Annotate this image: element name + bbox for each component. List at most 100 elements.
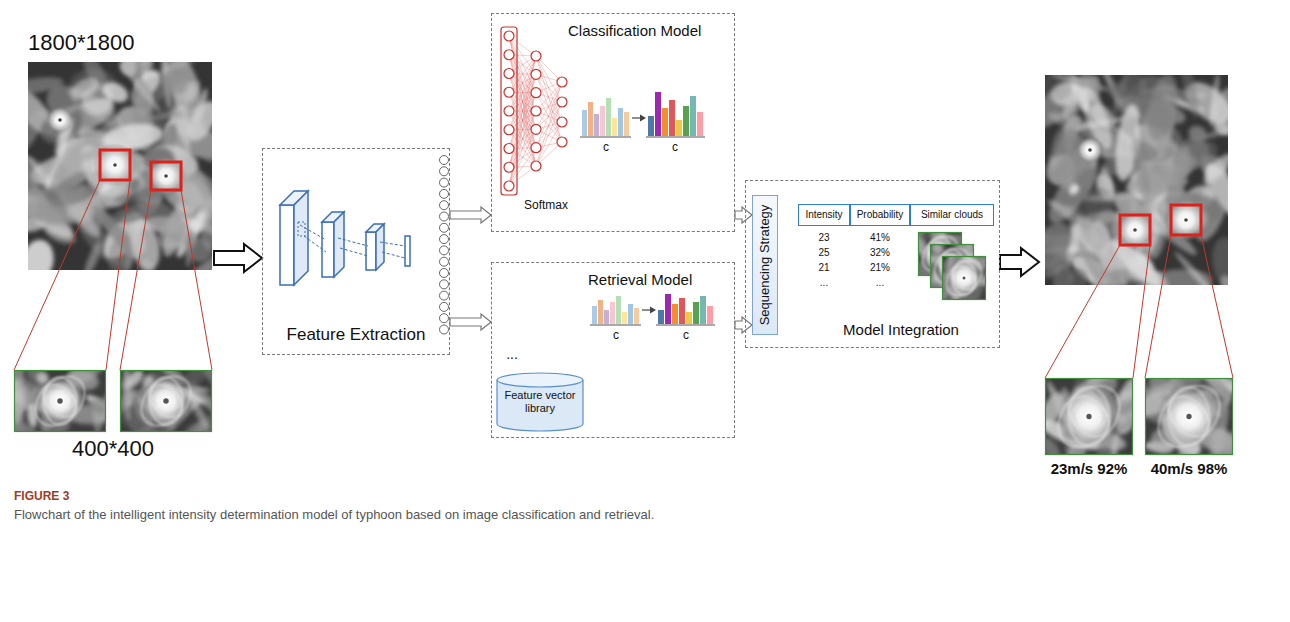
step-arrow [632,117,641,118]
feature-vector [440,223,449,232]
feature-vector [440,235,449,244]
flow-arrow [735,317,752,333]
bar-chart [604,310,609,324]
strategy-box: Sequencing Strategy [752,195,778,335]
node-text: Model Integration [816,321,986,339]
typhoon-crop [152,392,181,410]
satellite-image [146,156,186,196]
typhoon-crop [34,375,86,427]
bar-chart [634,308,639,324]
node-text: Sequencing Strategy [757,205,773,326]
typhoon-crop [1045,378,1133,455]
cnn-layer [322,212,344,277]
neural-network [509,129,536,186]
bar-chart [658,310,664,324]
node-text: Intensity [799,205,849,225]
typhoon-crop [1171,405,1207,428]
annotation-label: c [586,328,646,342]
table-header-cell: Intensity [798,204,850,226]
satellite-image [181,96,212,146]
conv-guide [304,236,326,252]
cnn-layer [280,205,294,285]
leader-line [1201,235,1233,378]
flow-arrow [1000,248,1039,276]
bar-chart [616,296,621,324]
leader-line [1133,245,1150,378]
bar-chart [690,96,696,136]
crop-border [121,371,212,432]
typhoon-crop [123,370,147,391]
typhoon-crop [1086,414,1091,419]
typhoon-crop [946,260,983,297]
image-panel: 1800*1800400*400 [12,30,214,462]
neural-network [504,50,514,60]
step-arrow [632,115,646,122]
bar-chart [669,100,675,136]
satellite-image [58,118,62,122]
bar-chart [648,116,654,136]
node-text: Classification Model [568,22,730,40]
cylinder-top [497,373,583,387]
feature-vector [440,178,449,187]
leader-line [120,190,151,370]
typhoon-crop [963,277,966,280]
satellite-image [1201,118,1228,142]
bar-chart [612,118,617,136]
feature-vector [440,156,449,335]
satellite-image [1129,137,1153,205]
neural-network [531,124,541,134]
bar-chart [582,110,587,136]
satellite-image [120,62,163,114]
feature-vector [440,269,449,278]
bar-chart [606,98,611,136]
bar-chart [646,137,705,138]
leader-line [106,180,130,370]
neural-network [509,36,536,129]
flow-arrow [450,314,491,330]
bar-chart [655,92,661,136]
table-header-cell: Similar clouds [910,204,994,226]
conv-guide [298,222,405,258]
typhoon-crop [46,392,75,410]
node-text: Feature Extraction [263,325,449,345]
neural-network [557,97,567,107]
satellite-image [1109,264,1140,285]
bar-chart [707,306,713,324]
step-arrow [642,307,656,314]
cylinder-body [497,380,583,431]
neural-network [531,88,541,98]
bar-chart [676,120,682,136]
bar-chart [679,298,685,324]
feature-vector [440,201,449,210]
cylinder-outline [496,372,584,432]
bar-chart [646,92,705,137]
neural-network [504,87,514,97]
typhoon-crop [14,370,106,432]
neural-network [509,93,536,186]
annotation-label: c [576,140,636,154]
step-arrow [640,115,646,122]
feature-vector [440,246,449,255]
feature-vector [440,189,449,198]
feature-vector [440,167,449,176]
cnn-layer [376,224,384,270]
bar-chart [580,137,631,138]
annotation-label: 32% [850,247,910,259]
neural-network [504,144,514,154]
bar-chart [656,294,715,325]
annotation-label: c [656,328,716,342]
highlight-square [151,162,181,190]
annotation-label: 41% [850,232,910,244]
typhoon-crop [1146,378,1231,455]
feature-vector [440,257,449,266]
leader-line [1045,245,1120,378]
satellite-image [65,134,82,171]
typhoon-crop [1046,378,1131,455]
typhoon-crop [120,370,212,432]
bar-chart [598,300,603,324]
conv-guide [382,252,405,258]
satellite-image [1143,75,1182,143]
bar-chart [610,302,615,324]
